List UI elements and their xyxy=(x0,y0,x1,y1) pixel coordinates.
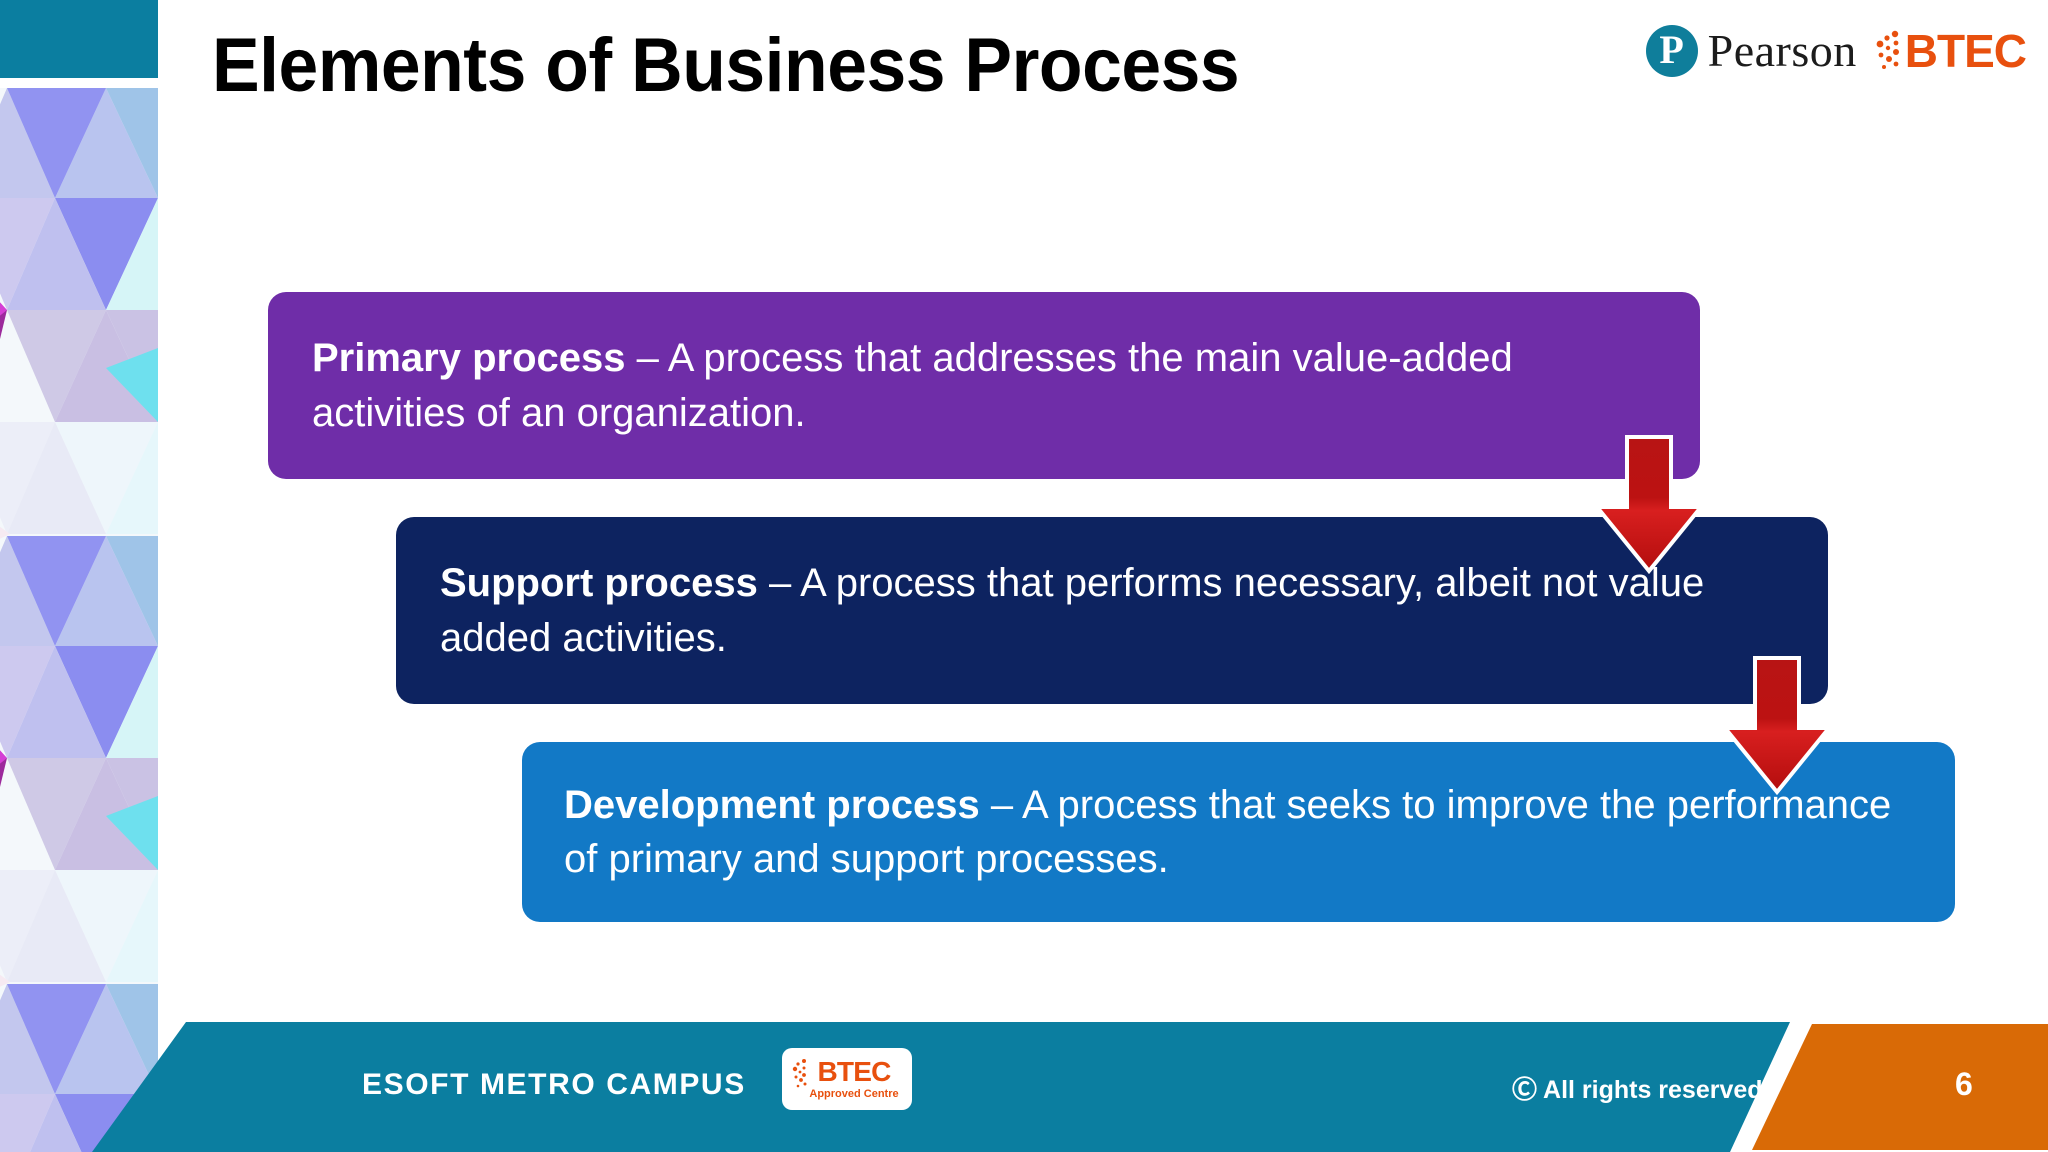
process-box-primary-text: Primary process – A process that address… xyxy=(312,331,1648,440)
process-box-development-text: Development process – A process that see… xyxy=(564,778,1903,887)
process-box-development-term: Development process xyxy=(564,782,980,827)
slide-footer: ESOFT METRO CAMPUS BTEC Approved Centre xyxy=(0,1022,2048,1152)
btec-badge-wordmark: BTEC xyxy=(817,1056,891,1087)
footer-shapes xyxy=(92,1022,2048,1152)
slide-title: Elements of Business Process xyxy=(212,23,1240,108)
left-decorative-strip xyxy=(0,0,158,1152)
process-box-primary: Primary process – A process that address… xyxy=(268,292,1700,479)
pearson-wordmark: Pearson xyxy=(1707,25,1857,76)
institution-name: ESOFT METRO CAMPUS xyxy=(362,1068,746,1101)
btec-dot-pattern-icon xyxy=(1876,30,1899,69)
process-box-development: Development process – A process that see… xyxy=(522,742,1955,922)
pearson-circle-icon: P xyxy=(1645,25,1698,77)
brand-logo-group: P Pearson BTEC xyxy=(1645,20,2027,82)
process-box-primary-term: Primary process xyxy=(312,336,626,381)
process-box-support-text: Support process – A process that perform… xyxy=(440,556,1776,665)
down-arrow-icon xyxy=(1722,656,1832,796)
process-box-support-term: Support process xyxy=(440,561,758,606)
btec-approved-centre-badge: BTEC Approved Centre xyxy=(782,1048,912,1110)
process-box-primary-dash: – xyxy=(625,336,668,381)
btec-wordmark: BTEC xyxy=(1904,25,2027,77)
process-box-development-dash: – xyxy=(979,782,1022,827)
pearson-p-glyph: P xyxy=(1659,27,1684,72)
process-box-primary-description: A process that addresses the main value-… xyxy=(312,336,1513,435)
process-box-support-description: A process that performs necessary, albei… xyxy=(440,561,1705,660)
down-arrow-icon xyxy=(1594,435,1704,575)
btec-badge-subtitle: Approved Centre xyxy=(809,1088,899,1100)
copyright-text: Ⓒ All rights reserved xyxy=(1512,1076,1763,1104)
process-box-development-description: A process that seeks to improve the perf… xyxy=(564,782,1892,881)
triangle-mosaic-pattern xyxy=(0,88,158,1152)
pearson-logo: P Pearson xyxy=(1645,25,1857,77)
strip-teal-block xyxy=(0,0,158,78)
footer-teal-band xyxy=(92,1022,1790,1152)
process-box-support-dash: – xyxy=(757,561,801,606)
btec-badge-dot-pattern-icon xyxy=(792,1059,807,1088)
footer-orange-accent xyxy=(1752,1024,2048,1150)
process-box-support: Support process – A process that perform… xyxy=(396,517,1828,704)
page-number: 6 xyxy=(1955,1066,1973,1102)
btec-logo: BTEC xyxy=(1875,25,2027,77)
